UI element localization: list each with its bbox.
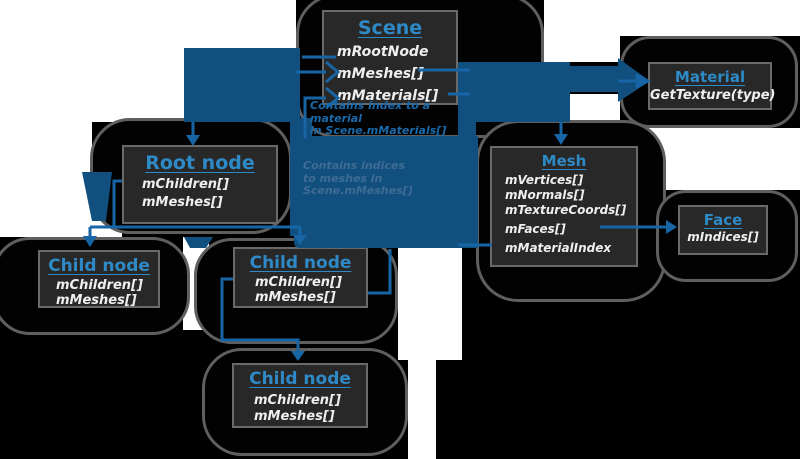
scene-title: Scene	[357, 17, 423, 39]
mesh-note-line3: Scene.mMeshes[]	[303, 184, 413, 197]
child-left-field-mchildren: mChildren[]	[56, 278, 143, 293]
scene-field-mmeshes: mMeshes[]	[337, 66, 424, 82]
root-field-mchildren: mChildren[]	[142, 177, 229, 192]
root-field-mmeshes: mMeshes[]	[142, 195, 223, 210]
line-root-children	[88, 179, 302, 237]
mesh-field-mvertices: mVertices[]	[505, 173, 584, 187]
mesh-note: Contains indices to meshes in Scene.mMes…	[303, 159, 443, 198]
arrowhead-root-node-icon	[186, 135, 200, 146]
mesh-field-mnormals: mNormals[]	[505, 188, 585, 202]
child-middle-field-mchildren: mChildren[]	[255, 275, 342, 290]
mesh-title: Mesh	[541, 152, 587, 170]
scene-field-mrootnode: mRootNode	[337, 44, 429, 60]
scene-node: Scene mRootNode mMeshes[] mMaterials[]	[322, 10, 458, 105]
material-node: Material GetTexture(type)	[648, 62, 776, 110]
arrowhead-child-left-icon	[83, 236, 97, 247]
root-node-title: Root node	[145, 152, 255, 174]
background-patch	[620, 0, 800, 36]
child-bottom-field-mchildren: mChildren[]	[254, 393, 341, 408]
face-node: Face mIndices[]	[678, 205, 768, 255]
child-middle-title: Child node	[249, 253, 352, 273]
arrowhead-child-middle-icon	[293, 235, 307, 245]
mesh-field-mmaterialindex: mMaterialIndex	[505, 241, 612, 255]
connector-lines	[88, 55, 666, 352]
material-note-line1: Contains index to a material	[310, 99, 431, 125]
background-patch	[0, 0, 184, 122]
child-middle-field-mmeshes: mMeshes[]	[255, 290, 336, 305]
arrowheads	[83, 73, 677, 361]
child-node-middle: Child node mChildren[] mMeshes[]	[233, 247, 368, 308]
arrowhead-material-icon	[636, 73, 651, 89]
child-bottom-title: Child node	[249, 369, 351, 389]
scene-field-mmaterials: mMaterials[]	[337, 88, 439, 104]
child-left-title: Child node	[48, 256, 150, 276]
mesh-field-mfaces: mFaces[]	[505, 222, 566, 236]
face-title: Face	[703, 211, 743, 229]
arrowhead-child-bottom-icon	[291, 351, 305, 361]
material-title: Material	[674, 68, 746, 86]
child-bottom-field-mmeshes: mMeshes[]	[254, 409, 335, 424]
background-patch	[544, 0, 620, 62]
background-patch	[398, 248, 462, 360]
mesh-field-mtexturecoords: mTextureCoords[]	[505, 203, 627, 217]
mesh-note-line1: Contains indices	[303, 159, 405, 172]
material-field-gettexture: GetTexture(type)	[650, 88, 776, 103]
child-node-bottom: Child node mChildren[] mMeshes[]	[232, 363, 368, 428]
mesh-node: Mesh mVertices[] mNormals[] mTextureCoor…	[490, 146, 638, 267]
background-patch	[408, 352, 436, 459]
line-middle-children	[220, 277, 300, 352]
child-node-left: Child node mChildren[] mMeshes[]	[38, 250, 160, 308]
line-middle-mmeshes	[368, 249, 392, 295]
material-note: Contains index to a material in Scene.mM…	[310, 99, 480, 138]
root-node: Root node mChildren[] mMeshes[]	[122, 145, 278, 224]
arrowhead-face-icon	[666, 220, 677, 234]
face-field-mindices: mIndices[]	[687, 230, 759, 244]
chevron-into-mmaterials-icon	[325, 86, 341, 110]
child-left-field-mmeshes: mMeshes[]	[56, 293, 137, 308]
material-note-line2: in Scene.mMaterials[]	[310, 124, 447, 137]
arrowhead-mesh-icon	[554, 134, 568, 145]
chevron-into-mmeshes-icon	[325, 60, 341, 84]
line-into-mmaterials	[303, 96, 326, 138]
background-patch	[184, 0, 296, 48]
big-arrow-blob	[82, 48, 650, 248]
mesh-note-line2: to meshes in	[303, 171, 383, 185]
